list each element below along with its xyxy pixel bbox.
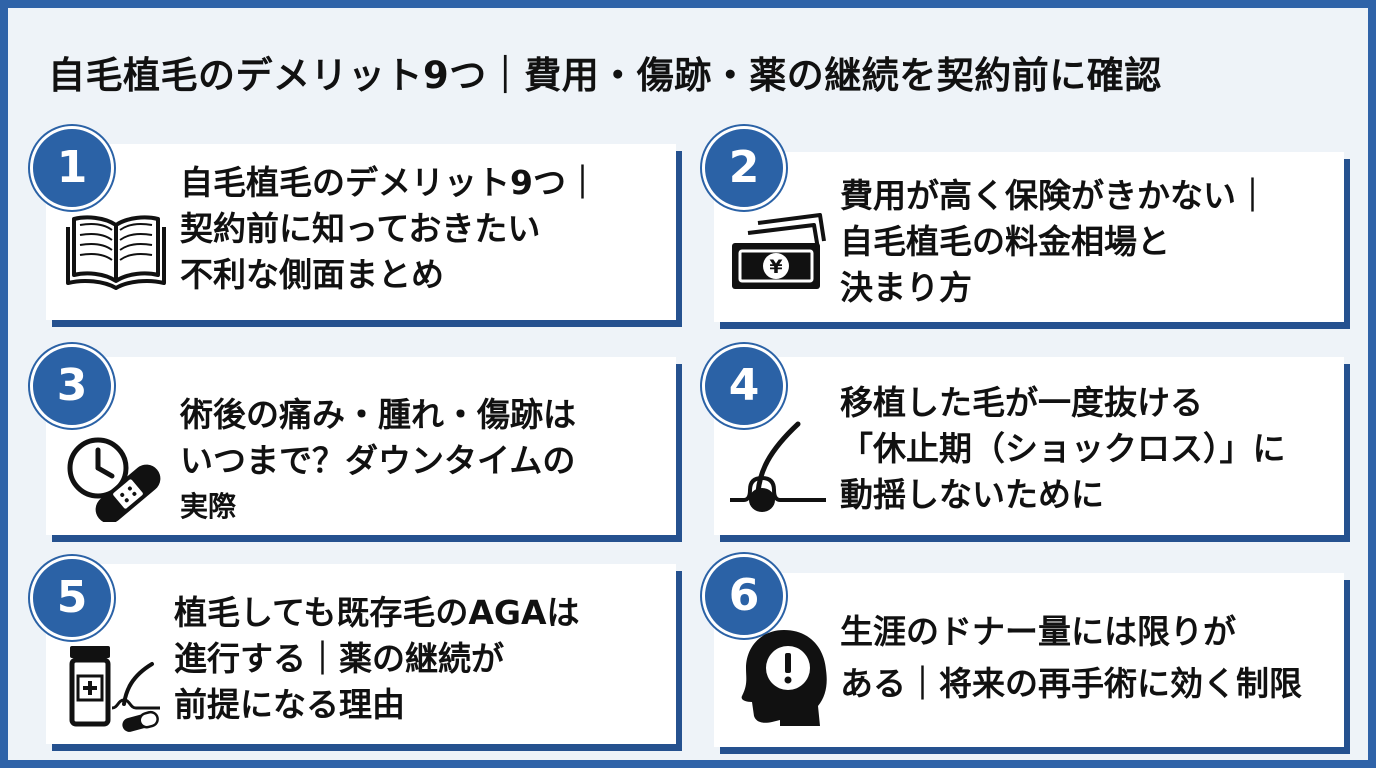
card-1-line-3: 不利な側面まとめ xyxy=(180,255,444,294)
card-number-badge-1: 1 xyxy=(30,126,114,210)
card-3 xyxy=(46,357,676,535)
card-4 xyxy=(714,357,1344,535)
card-1-line-2: 契約前に知っておきたい xyxy=(180,209,541,248)
card-6-line-1: 生涯のドナー量には限りが xyxy=(840,612,1236,651)
card-6-line-2: ある｜将来の再手術に効く制限 xyxy=(840,664,1302,703)
card-2-line-1: 費用が高く保険がきかない｜ xyxy=(840,176,1269,215)
card-4-line-2: 「休止期（ショックロス）」に xyxy=(840,429,1286,468)
card-3-line-2: いつまで？ダウンタイムの xyxy=(180,441,576,480)
card-number-badge-2: 2 xyxy=(702,126,786,210)
card-number-badge-5: 5 xyxy=(30,556,114,640)
yen-banknotes-icon: ¥ xyxy=(728,213,828,295)
card-5-line-2: 進行する｜薬の継続が xyxy=(174,639,504,678)
card-3-line-3: 実際 xyxy=(180,490,237,523)
card-2-line-2: 自毛植毛の料金相場と xyxy=(840,222,1170,261)
card-number-badge-3: 3 xyxy=(30,344,114,428)
card-text-3: 術後の痛み・腫れ・傷跡は いつまで？ダウンタイムの 実際 xyxy=(180,392,576,530)
card-5-line-3: 前提になる理由 xyxy=(174,685,405,724)
medicine-bottle-icon xyxy=(64,642,164,732)
svg-text:¥: ¥ xyxy=(769,256,782,278)
card-text-1: 自毛植毛のデメリット9つ｜ 契約前に知っておきたい 不利な側面まとめ xyxy=(180,160,599,298)
page-title: 自毛植毛のデメリット9つ｜費用・傷跡・薬の継続を契約前に確認 xyxy=(48,54,1162,97)
card-3-line-1: 術後の痛み・腫れ・傷跡は xyxy=(180,395,576,434)
hair-follicle-icon xyxy=(728,420,828,520)
card-2-line-3: 決まり方 xyxy=(840,268,972,307)
card-1-line-1: 自毛植毛のデメリット9つ｜ xyxy=(180,163,599,202)
card-number-badge-6: 6 xyxy=(702,554,786,638)
card-1 xyxy=(46,144,676,320)
card-text-5: 植毛しても既存毛のAGAは 進行する｜薬の継続が 前提になる理由 xyxy=(174,590,580,728)
card-4-line-3: 動揺しないために xyxy=(840,475,1104,514)
card-4-line-1: 移植した毛が一度抜ける xyxy=(840,383,1203,422)
card-2 xyxy=(714,152,1344,322)
clock-bandage-icon xyxy=(64,432,164,522)
head-exclamation-icon xyxy=(738,626,828,726)
card-text-6: 生涯のドナー量には限りが ある｜将来の再手術に効く制限 xyxy=(840,606,1302,710)
open-book-icon xyxy=(66,211,166,291)
card-5-line-1: 植毛しても既存毛のAGAは xyxy=(174,593,580,632)
card-text-2: 費用が高く保険がきかない｜ 自毛植毛の料金相場と 決まり方 xyxy=(840,173,1269,311)
card-text-4: 移植した毛が一度抜ける 「休止期（ショックロス）」に 動揺しないために xyxy=(840,380,1286,518)
card-number-badge-4: 4 xyxy=(702,344,786,428)
